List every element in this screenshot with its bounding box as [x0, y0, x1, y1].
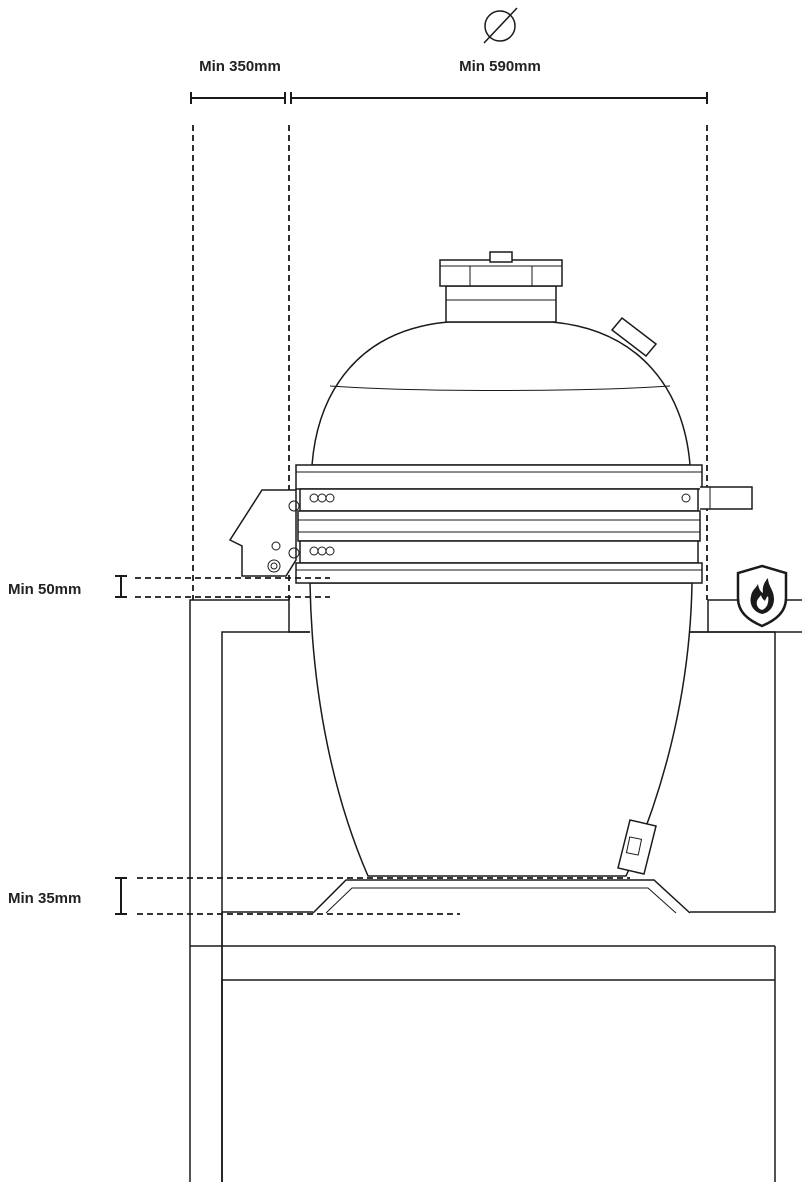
grill-body: [228, 251, 753, 877]
diameter-icon: [483, 7, 518, 44]
grill-support-tray: [312, 879, 691, 914]
clearance-bottom-marker: [115, 877, 630, 915]
clearance-bottom-label: Min 35mm: [8, 890, 81, 907]
table-structure: [189, 599, 802, 1182]
clearance-top-marker: [115, 575, 330, 598]
clearance-top-label: Min 50mm: [8, 581, 81, 598]
horizontal-dimension-line: [190, 92, 708, 104]
diameter-label: Min 590mm: [459, 58, 541, 75]
clearance-rear-label: Min 350mm: [199, 58, 281, 75]
fire-shield-icon: [736, 564, 788, 628]
